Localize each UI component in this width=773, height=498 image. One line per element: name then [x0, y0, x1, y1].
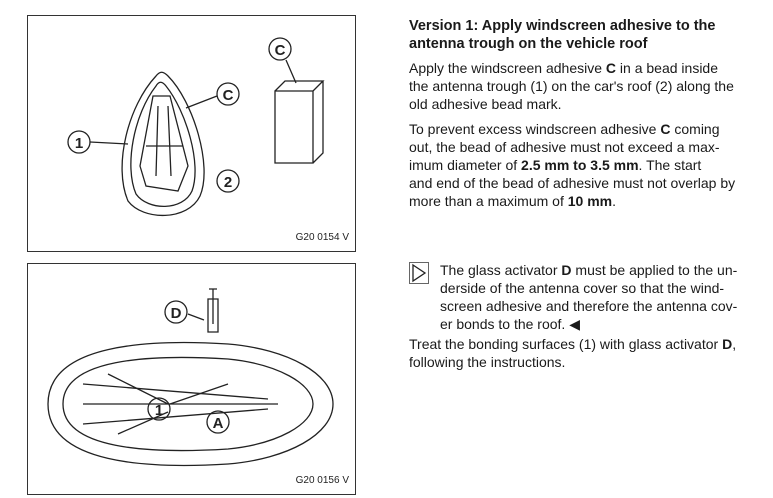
heading-line: antenna trough on the vehicle roof — [409, 36, 648, 52]
antenna-cover-illustration: D 1 A — [47, 288, 334, 467]
text-line: imum diameter of 2.5 mm to 3.5 mm. The s… — [409, 156, 735, 174]
callout-d: D — [171, 305, 182, 322]
text-segment: Treat the bonding surfaces (1) with glas… — [409, 336, 723, 352]
figure-code: G20 0156 V — [295, 475, 349, 486]
text-line: The glass activator D must be applied to… — [440, 261, 737, 279]
text-line: er bonds to the roof. ◀ — [440, 315, 737, 333]
text-segment: imum diameter of — [409, 157, 522, 173]
text-segment: coming — [670, 121, 720, 137]
text-line: the antenna trough (1) on the car's roof… — [409, 77, 734, 95]
bold-text: D — [722, 336, 733, 352]
text-line: following the instructions. — [409, 353, 736, 371]
text-segment: The glass activator — [440, 262, 562, 278]
text-line: derside of the antenna cover so that the… — [440, 279, 737, 297]
figure-code: G20 0154 V — [295, 232, 349, 243]
callout-1: 1 — [75, 135, 83, 152]
note-triangle-icon — [409, 262, 429, 284]
text-segment: out, the bead of adhesive must not excee… — [409, 139, 720, 155]
antenna-trough-illustration: C C 1 2 — [67, 37, 325, 217]
text-segment: . The start — [638, 157, 702, 173]
text-segment: must be applied to the un- — [571, 262, 738, 278]
text-segment: old adhesive bead mark. — [409, 96, 562, 112]
paragraph-apply-adhesive: Apply the windscreen adhesive C in a bea… — [409, 59, 734, 113]
bold-text: C — [605, 60, 617, 76]
text-line: and end of the bead of adhesive must not… — [409, 174, 735, 192]
figure-antenna-cover: D 1 A G20 0156 V — [27, 263, 356, 495]
note-glass-activator: The glass activator D must be applied to… — [440, 261, 737, 333]
bold-text: 2.5 mm to 3.5 mm — [521, 157, 639, 173]
figure-antenna-trough: C C 1 2 G20 0154 V — [27, 15, 356, 252]
text-segment: derside of the antenna cover so that the… — [440, 280, 725, 296]
text-segment: following the instructions. — [409, 354, 566, 370]
callout-c-top: C — [275, 42, 286, 59]
text-line: Apply the windscreen adhesive C in a bea… — [409, 59, 734, 77]
text-segment: . — [612, 193, 616, 209]
callout-1: 1 — [155, 402, 163, 419]
section-heading: Version 1: Apply windscreen adhesive to … — [409, 17, 715, 53]
paragraph-bead-limits: To prevent excess windscreen adhesive C … — [409, 120, 735, 210]
text-line: screen adhesive and therefore the antenn… — [440, 297, 737, 315]
text-line: Treat the bonding surfaces (1) with glas… — [409, 335, 736, 353]
text-line: more than a maximum of 10 mm. — [409, 192, 735, 210]
text-segment: Apply the windscreen adhesive — [409, 60, 606, 76]
text-segment: screen adhesive and therefore the antenn… — [440, 298, 738, 314]
text-segment: and end of the bead of adhesive must not… — [409, 175, 736, 191]
text-line: old adhesive bead mark. — [409, 95, 734, 113]
paragraph-treat-surfaces: Treat the bonding surfaces (1) with glas… — [409, 335, 736, 371]
bold-text: 10 mm — [567, 193, 613, 209]
callout-c: C — [223, 87, 234, 104]
text-line: To prevent excess windscreen adhesive C … — [409, 120, 735, 138]
text-segment: , — [732, 336, 737, 352]
text-segment: the antenna trough (1) on the car's roof… — [409, 78, 734, 94]
bold-text: C — [660, 121, 671, 137]
text-line: out, the bead of adhesive must not excee… — [409, 138, 735, 156]
text-segment: more than a maximum of — [409, 193, 568, 209]
text-segment: in a bead inside — [616, 60, 718, 76]
callout-2: 2 — [224, 174, 232, 191]
callout-a: A — [213, 415, 224, 432]
text-segment: er bonds to the roof. ◀ — [440, 316, 580, 332]
heading-line: Version 1: Apply windscreen adhesive to … — [409, 18, 716, 34]
text-segment: To prevent excess windscreen adhesive — [409, 121, 661, 137]
bold-text: D — [561, 262, 572, 278]
